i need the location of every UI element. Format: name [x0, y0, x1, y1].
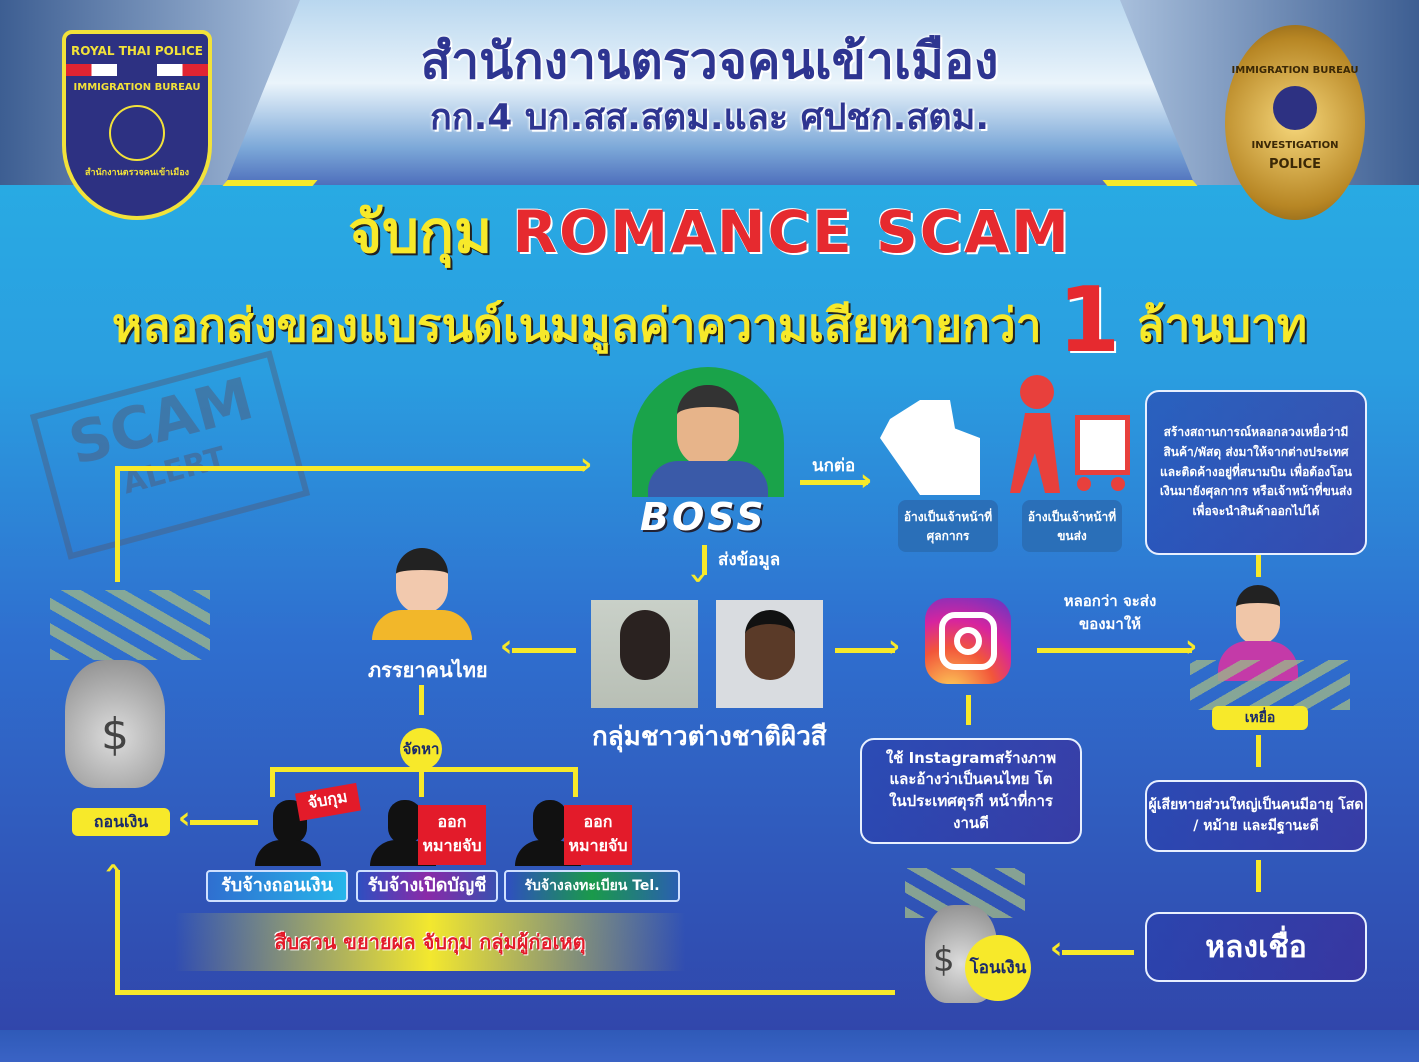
garuda-emblem-icon	[109, 105, 165, 161]
arrow-boss-to-officers	[800, 480, 868, 485]
scenario-box: สร้างสถานการณ์หลอกลวงเหยื่อว่ามีสินค้า/พ…	[1145, 390, 1367, 555]
believe-text: หลงเชื่อ	[1205, 929, 1307, 965]
arrow-head-icon: ›	[1185, 629, 1198, 664]
money-bag-icon: $	[65, 660, 165, 788]
delivery-man-icon	[1005, 375, 1130, 493]
thai-flag-stripe	[66, 64, 208, 76]
branch-2	[419, 767, 424, 797]
promise-label: หลอกว่า จะส่งของมาให้	[1063, 592, 1157, 633]
instagram-box: ใช้ Instagramสร้างภาพ และอ้างว่าเป็นคนไท…	[860, 738, 1082, 844]
send-info-label: ส่งข้อมูล	[718, 550, 781, 570]
arrow-head-icon: ›	[580, 447, 593, 482]
role-withdraw: รับจ้างถอนเงิน	[206, 870, 348, 902]
header-title: สำนักงานตรวจคนเข้าเมือง	[420, 32, 999, 90]
headline-prefix: จับกุม	[348, 198, 493, 266]
withdraw-label: ถอนเงิน	[72, 808, 170, 836]
arrow-head-icon: ›	[95, 861, 131, 875]
decoy-label: นกต่อ	[812, 456, 856, 476]
victim-profile-text: ผู้เสียหายส่วนใหญ่เป็นคนมีอายุ โสด / หม้…	[1148, 797, 1364, 834]
arrow-boss-down	[702, 545, 707, 575]
header-subtitle: กก.4 บก.สส.สตม.และ ศปชก.สตม.	[429, 97, 990, 138]
instagram-text: ใช้ Instagramสร้างภาพ และอ้างว่าเป็นคนไท…	[885, 748, 1057, 832]
immigration-bureau-logo: ROYAL THAI POLICE IMMIGRATION BUREAU สำน…	[62, 30, 212, 220]
arrow-head-icon: ‹	[178, 801, 191, 836]
flying-cash-icon	[50, 590, 210, 660]
arrow-head-icon: ›	[681, 571, 717, 585]
arrow-group-to-instagram	[835, 648, 895, 653]
officer-tag-customs: อ้างเป็นเจ้าหน้าที่ ศุลกากร	[898, 500, 998, 552]
arrow-head-icon: ›	[860, 463, 873, 498]
boss-label: BOSS	[640, 495, 767, 539]
arrow-victim-down	[1256, 735, 1261, 767]
victim-profile-box: ผู้เสียหายส่วนใหญ่เป็นคนมีอายุ โสด / หม้…	[1145, 780, 1367, 852]
arrow-wife-down	[419, 685, 424, 715]
boss-avatar-icon	[632, 367, 784, 497]
status-tag-warrant: ออก หมายจับ	[564, 805, 632, 865]
logo-text-bottom: สำนักงานตรวจคนเข้าเมือง	[84, 168, 190, 178]
headline-line2: หลอกส่งของแบรนด์เนมมูลค่าความเสียหายกว่า…	[0, 268, 1419, 373]
arrow-profile-down	[1256, 860, 1261, 892]
headline-suffix: ล้านบาท	[1136, 298, 1308, 352]
arrow-instagram-to-victim	[1037, 648, 1192, 653]
arrow-scenario-to-victim	[1256, 555, 1261, 577]
group-label: กลุ่มชาวต่างชาติผิวสี	[592, 722, 827, 752]
badge-text-middle: INVESTIGATION	[1251, 140, 1339, 151]
branch-3	[573, 767, 578, 797]
victim-cash-icon	[1190, 660, 1350, 710]
thai-wife-avatar-icon	[372, 548, 472, 650]
investigation-police-badge: IMMIGRATION BUREAU INVESTIGATION POLICE	[1225, 25, 1365, 220]
arrow-head-icon: ›	[888, 629, 901, 664]
believe-box: หลงเชื่อ	[1145, 912, 1367, 982]
logo-text-top: ROYAL THAI POLICE	[71, 44, 203, 58]
foreigner-photo-1	[591, 600, 698, 708]
role-open-account: รับจ้างเปิดบัญชี	[356, 870, 498, 902]
transfer-label: โอนเงิน	[965, 935, 1031, 1001]
victim-label: เหยื่อ	[1212, 706, 1308, 730]
loop-bottom-left	[115, 870, 120, 995]
branch-1	[270, 767, 275, 797]
footer-stripe	[0, 1030, 1419, 1062]
instagram-icon	[925, 598, 1011, 684]
badge-text-bottom: POLICE	[1268, 157, 1322, 172]
branch-line	[270, 767, 578, 772]
status-tag-warrant: ออก หมายจับ	[418, 805, 486, 865]
loop-bottom	[115, 990, 895, 995]
arrow-instagram-down	[966, 695, 971, 725]
arrow-head-icon: ‹	[500, 629, 513, 664]
banner-text: สืบสวน ขยายผล จับกุม กลุ่มผู้ก่อเหตุ	[274, 930, 586, 954]
headline-number: 1	[1057, 268, 1121, 373]
loop-top	[115, 466, 585, 471]
hired-person-1	[255, 800, 325, 868]
provide-label: จัดหา	[400, 728, 442, 770]
investigation-banner: สืบสวน ขยายผล จับกุม กลุ่มผู้ก่อเหตุ	[175, 913, 685, 971]
foreigner-photo-2	[716, 600, 823, 708]
arrow-hired-to-withdraw	[190, 820, 258, 825]
arrow-head-icon: ‹	[1050, 931, 1063, 966]
arrow-group-to-wife	[512, 648, 576, 653]
wife-label: ภรรยาคนไทย	[368, 658, 488, 682]
badge-emblem-icon	[1273, 86, 1317, 130]
arrow-believe-to-transfer	[1062, 950, 1134, 955]
headline-damage-text: หลอกส่งของแบรนด์เนมมูลค่าความเสียหายกว่า	[111, 298, 1042, 352]
headline-line1: จับกุม ROMANCE SCAM	[0, 185, 1419, 278]
role-register-phone: รับจ้างลงทะเบียน Tel.	[504, 870, 680, 902]
scenario-text: สร้างสถานการณ์หลอกลวงเหยื่อว่ามีสินค้า/พ…	[1159, 425, 1353, 519]
officer-tag-transport: อ้างเป็นเจ้าหน้าที่ ขนส่ง	[1022, 500, 1122, 552]
logo-text-middle: IMMIGRATION BUREAU	[73, 82, 201, 93]
loop-left-up	[115, 467, 120, 582]
badge-text-top: IMMIGRATION BUREAU	[1231, 65, 1359, 76]
headline-romance-scam: ROMANCE SCAM	[512, 198, 1071, 266]
